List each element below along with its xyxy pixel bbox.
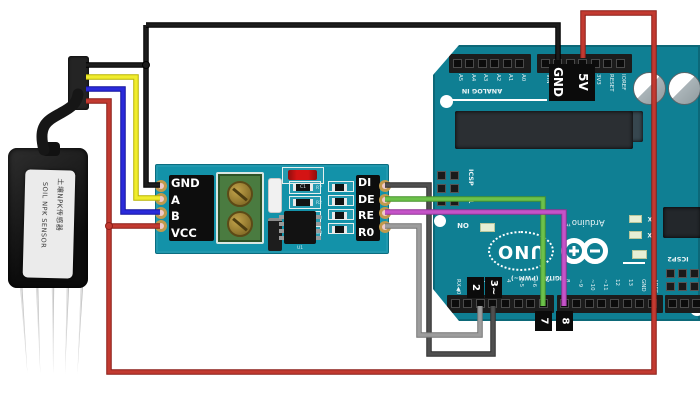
silkscreen-line	[445, 99, 547, 101]
atmega328-chip	[455, 111, 633, 149]
sensor-body: 土壤NPK传感器 SOIL NPK SENSOR	[8, 142, 88, 288]
wire-de-green	[385, 196, 546, 306]
capacitor-c1: C1	[282, 167, 324, 190]
re-pin-label: RE	[358, 209, 374, 223]
r7-label: R7	[316, 186, 322, 191]
icsp2-pin	[666, 282, 675, 291]
wire-gnd-black	[86, 22, 561, 188]
digital-header-pin	[610, 299, 619, 308]
digital-header-pin	[463, 299, 472, 308]
module-right-pin-labels: DI DE RE R0	[356, 175, 380, 241]
terminal-block	[216, 172, 264, 244]
silkscreen-line	[623, 262, 645, 264]
wire-junction-dot	[105, 222, 113, 230]
icsp-pin	[450, 171, 459, 180]
digital-header-pin	[623, 299, 632, 308]
header-pin	[515, 59, 524, 68]
sensor-prong	[51, 284, 55, 374]
arduino-infinity-icon	[557, 231, 611, 271]
icsp2-pin	[666, 269, 675, 278]
pin7-callout: 7	[535, 311, 552, 331]
digital-header-pin	[514, 299, 523, 308]
digital-header-pin	[668, 299, 677, 308]
icsp-pin	[450, 184, 459, 193]
digital-header-pin	[597, 299, 606, 308]
icsp2-pin	[690, 282, 699, 291]
icsp2-pin	[678, 282, 687, 291]
icsp-pin	[437, 184, 446, 193]
a-pin-label: A	[171, 192, 180, 207]
de-pin-label: DE	[358, 192, 375, 206]
capacitor-component	[268, 178, 282, 213]
max485-ic	[279, 211, 321, 244]
digital-header-pin	[635, 299, 644, 308]
wire-r0-lightgray	[385, 223, 483, 338]
power-led	[480, 223, 495, 232]
digital-header-pin	[526, 299, 535, 308]
digital-header-pin	[572, 299, 581, 308]
digital-header-pin	[585, 299, 594, 308]
terminal-screw	[227, 181, 253, 207]
wire-a-yellow	[86, 74, 160, 201]
terminal-screw	[227, 211, 253, 237]
header-pin	[478, 59, 487, 68]
icsp2-pin	[678, 269, 687, 278]
header-pin	[490, 59, 499, 68]
di-pin-label: DI	[358, 176, 372, 189]
uno-logo-oval: UNO	[488, 231, 554, 271]
soil-npk-sensor: 土壤NPK传感器 SOIL NPK SENSOR	[6, 142, 90, 290]
capacitor	[668, 72, 700, 105]
resistor-r7: R7	[289, 181, 322, 194]
r2-label: R2	[316, 201, 322, 206]
header-pin	[503, 59, 512, 68]
module-left-pin-labels: GND A B VCC	[169, 175, 214, 241]
gnd-5v-callout: GND 5V	[549, 64, 595, 101]
capacitor	[633, 72, 666, 105]
header-pin	[541, 59, 550, 68]
pin8-callout: 8	[556, 311, 573, 331]
digital-header-pin	[451, 299, 460, 308]
wire-re-magenta	[385, 209, 567, 306]
header-pin	[465, 59, 474, 68]
resistor	[328, 181, 354, 192]
resistor-component	[268, 218, 282, 251]
resistor	[328, 209, 354, 220]
sensor-cable	[36, 88, 84, 156]
tx-led	[629, 215, 642, 223]
wire-di-darkgray	[385, 182, 496, 357]
wire-vcc-red	[86, 10, 657, 375]
resistor	[328, 195, 354, 206]
header-pin	[453, 59, 462, 68]
pin2-callout: 2	[467, 277, 484, 298]
l-led	[632, 250, 647, 259]
c1-label: C1	[300, 185, 307, 190]
digital-header-pin	[680, 299, 689, 308]
header-pin	[603, 59, 612, 68]
pin8-callout-label: 8	[559, 317, 571, 325]
rs485-module-board: GND A B VCC R7 R2 R3 C3 C1 U1	[155, 164, 391, 254]
resistor-r2: R2	[289, 196, 322, 209]
vcc-pin-label: VCC	[171, 225, 197, 240]
gnd-pin-label: GND	[171, 176, 200, 190]
mounting-hole	[434, 215, 446, 227]
wire-junction-dot	[142, 61, 150, 69]
mounting-hole	[440, 95, 453, 108]
wire-b-blue	[86, 86, 160, 215]
header-pin	[591, 59, 600, 68]
rx-led	[629, 231, 642, 239]
usb-interface-chip	[663, 207, 700, 238]
resistor	[328, 223, 354, 234]
icsp2-pin	[690, 269, 699, 278]
b-pin-label: B	[171, 209, 180, 224]
r0-pin-label: R0	[358, 225, 375, 239]
pin7-callout-label: 7	[538, 317, 550, 325]
digital-header-pin	[501, 299, 510, 308]
u1-label: U1	[297, 246, 304, 251]
header-pin	[616, 59, 625, 68]
pin3-callout: 3~	[485, 277, 502, 298]
icsp-pin	[437, 171, 446, 180]
